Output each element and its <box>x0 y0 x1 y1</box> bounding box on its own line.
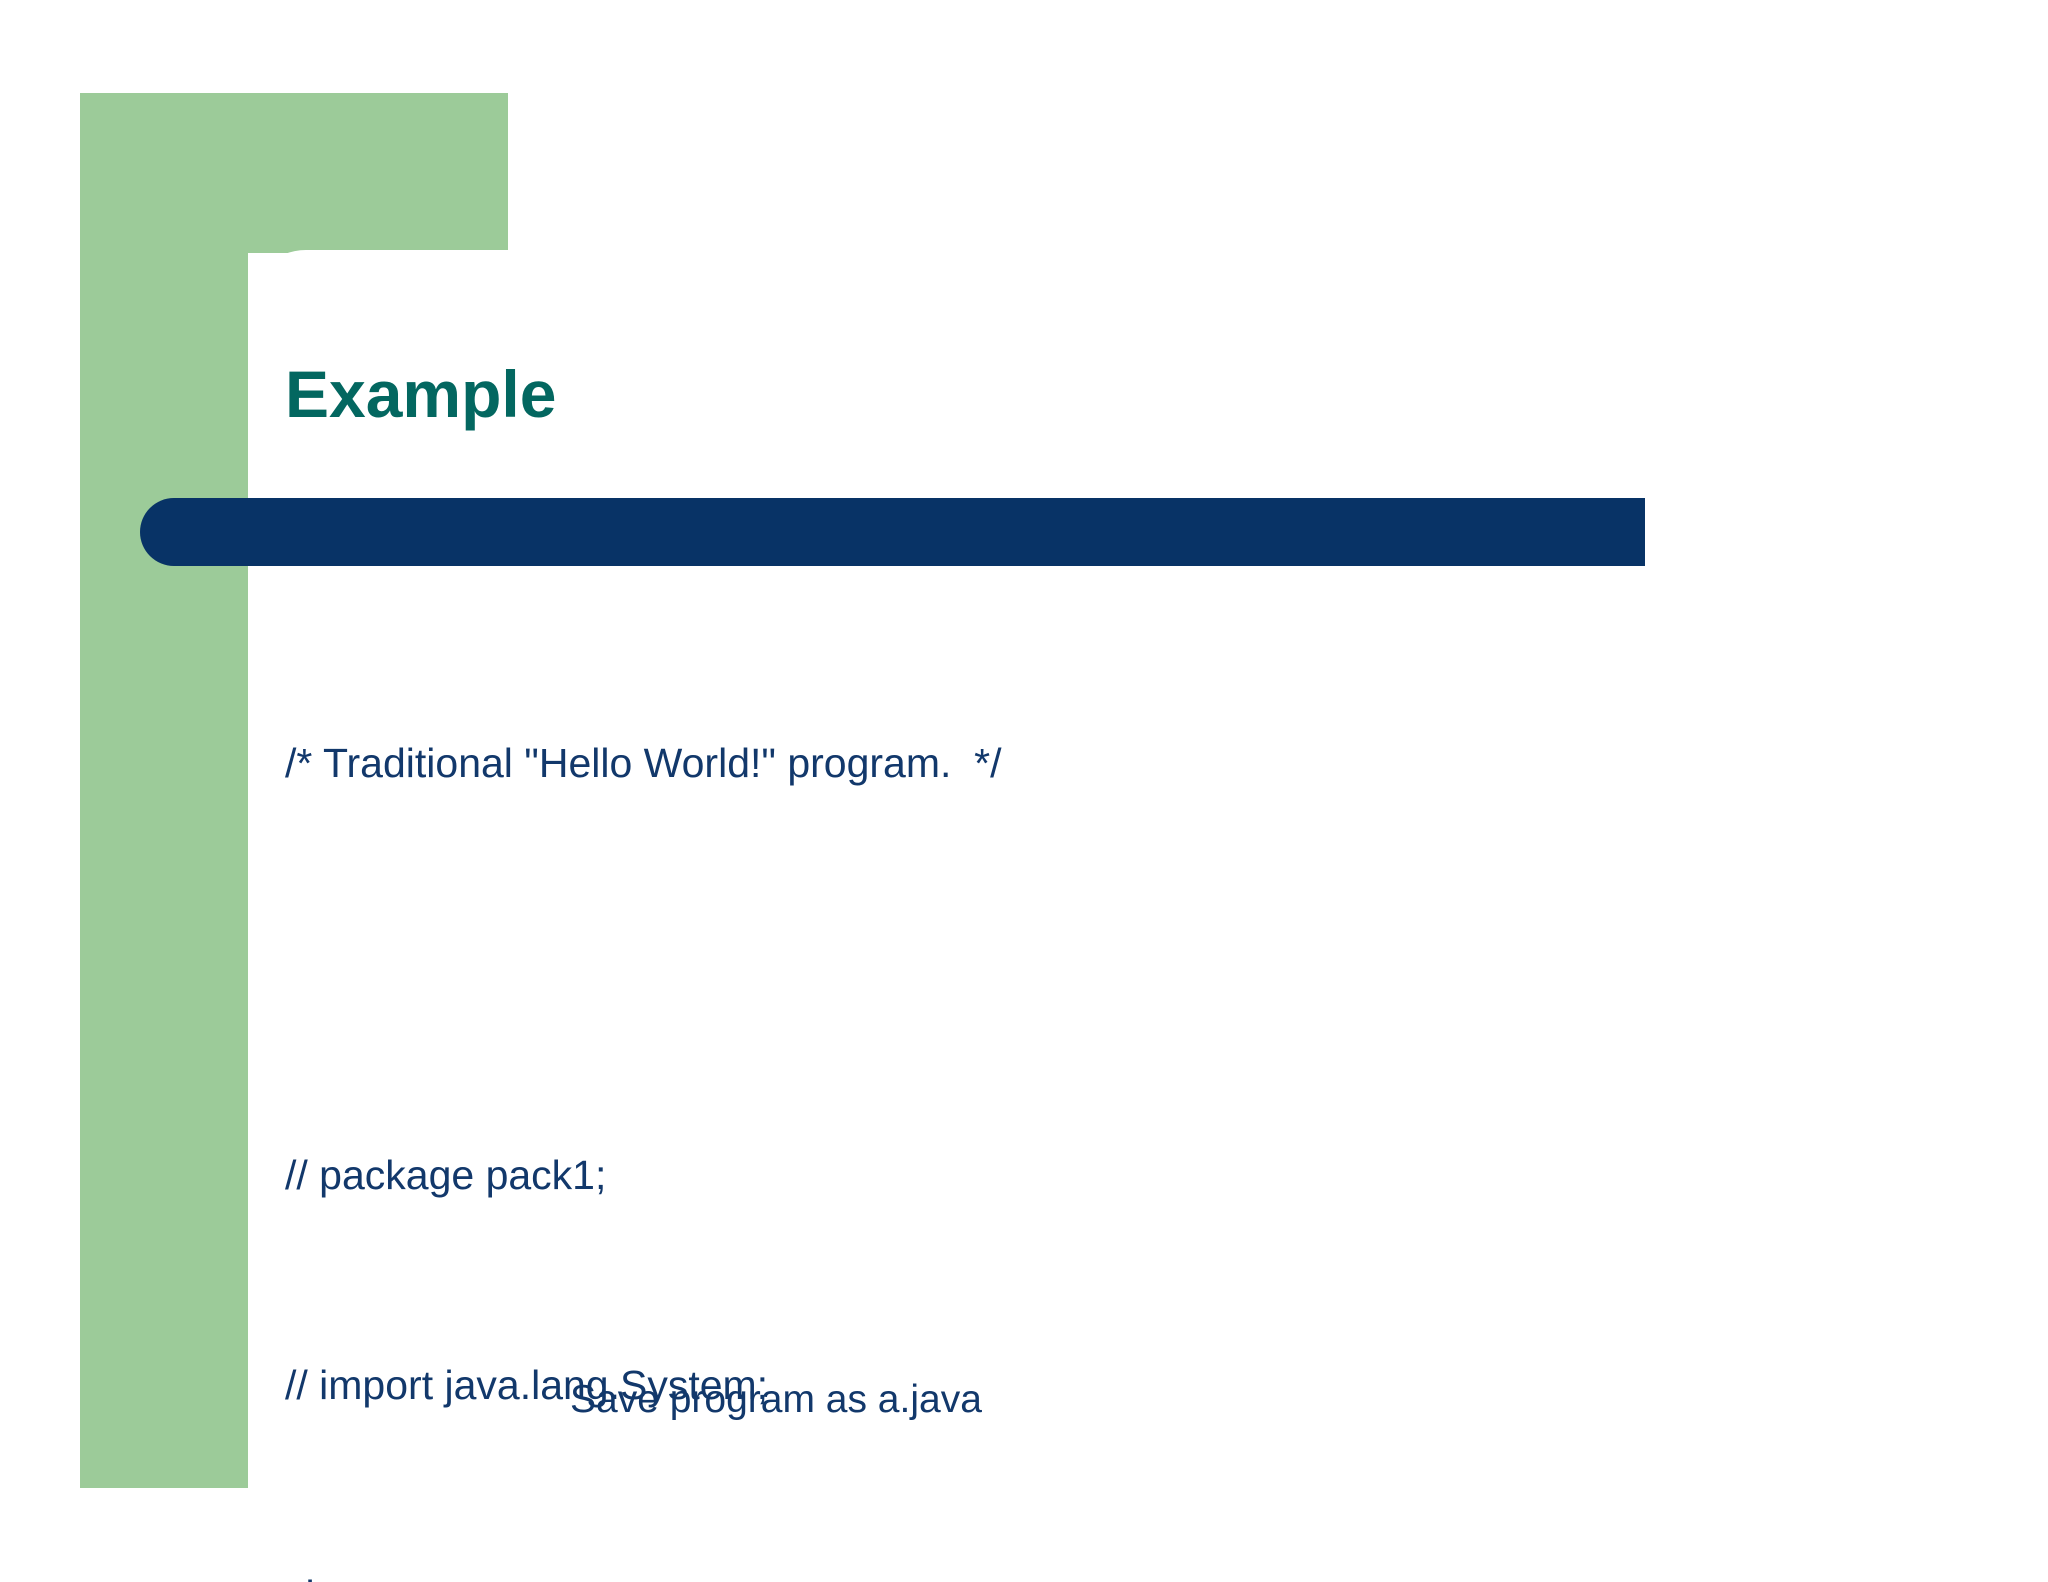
code-line <box>285 938 1785 1000</box>
code-line: /* Traditional "Hello World!" program. *… <box>285 740 1002 786</box>
code-line: // import java.lang.System; <box>285 1362 769 1408</box>
code-line: class a <box>285 1560 1785 1582</box>
green-accent-block-top <box>80 93 508 253</box>
content-panel <box>248 250 2048 1582</box>
title-divider-bar <box>140 498 1645 566</box>
code-listing: /* Traditional "Hello World!" program. *… <box>285 588 1785 1582</box>
slide-title: Example <box>285 357 557 431</box>
green-accent-rail-left <box>80 240 248 1488</box>
code-line: // package pack1; <box>285 1152 607 1198</box>
save-instruction-note: Save program as a.java <box>570 1378 982 1421</box>
